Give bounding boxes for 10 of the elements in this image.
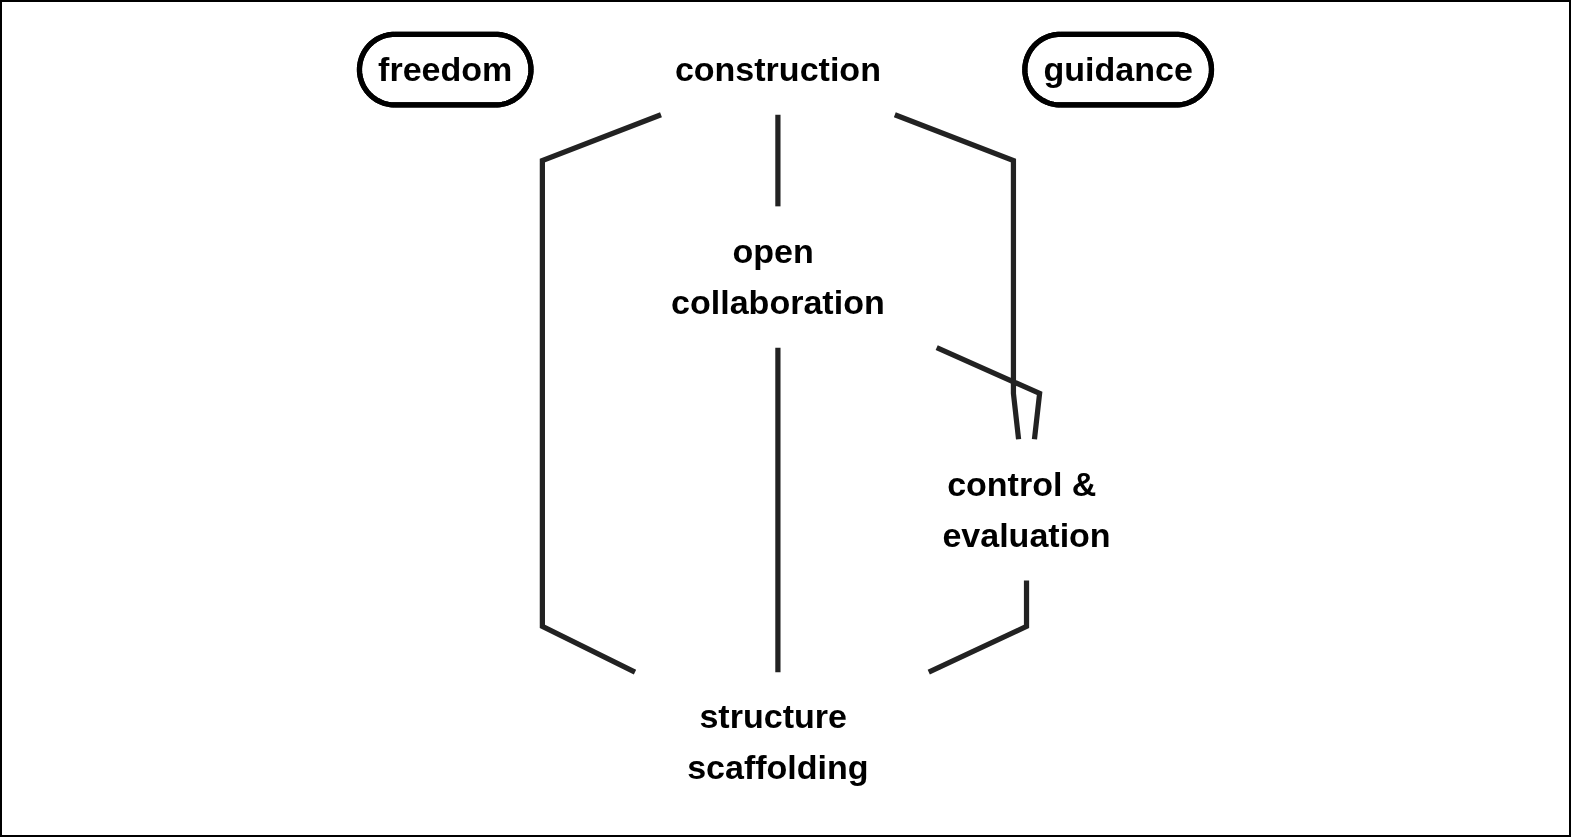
connector: [927, 580, 1030, 675]
connector: [539, 111, 662, 675]
node-text: open collaboration: [671, 230, 885, 322]
connector: [935, 344, 1043, 440]
connector: [775, 114, 781, 206]
node-text: control & evaluation: [942, 463, 1111, 554]
connector: [893, 111, 1022, 440]
node-text: construction: [674, 48, 881, 89]
node-text: structure scaffolding: [687, 696, 869, 787]
connector: [775, 347, 781, 672]
